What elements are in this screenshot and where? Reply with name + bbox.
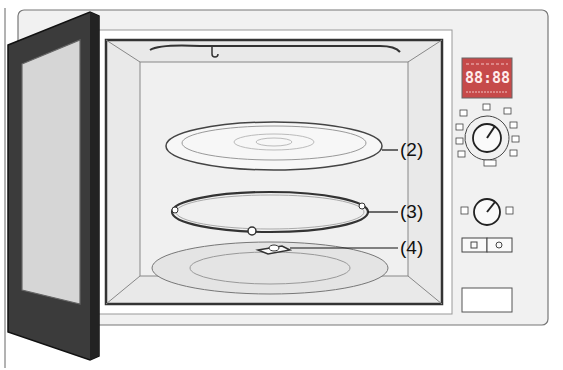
time-icon [461,207,468,214]
display-readout: 88:88 [465,71,510,86]
cavity-edge [408,276,442,304]
door-edge [90,12,99,360]
callout-number: (4) [400,238,423,257]
tray-center [256,138,292,146]
display-segments [466,92,508,93]
cavity-edge [106,40,140,62]
time-icon [506,207,513,214]
mode-icons [456,104,519,166]
glass-tray [166,122,382,170]
cavity-floor [152,242,388,294]
leader-line [290,247,398,248]
grill-hook [212,46,218,57]
roller-ring-inner [176,195,364,229]
display-segments [466,64,508,65]
leader-line [368,211,398,212]
callout-number: (3) [400,202,423,221]
cabinet-edge [5,8,6,368]
display [462,58,512,98]
button-icon [471,242,477,248]
mode-dial [473,124,501,152]
cavity-edge [106,276,140,304]
door [8,12,99,360]
door-window [22,40,80,304]
roller-wheel [248,227,256,235]
time-dial [474,199,500,225]
cavity-edge [408,40,442,62]
callout-number: (2) [400,140,423,159]
grill-bar [150,46,400,53]
tray-rim [182,126,366,160]
button-icon [496,242,502,248]
coupler-hub [269,245,279,251]
dial-pointer [487,126,495,138]
floor-ring [190,252,350,284]
dial-scale [465,116,509,160]
front-frame [96,30,452,314]
dial-pointer [487,202,495,212]
door-release [462,288,512,312]
leader-line [382,149,398,150]
roller-ring [172,192,368,232]
cavity [106,40,442,304]
button [487,238,512,252]
roller-wheel [172,207,178,213]
button [462,238,487,252]
coupler [258,246,290,254]
roller-wheel [359,203,365,209]
tray-center [234,134,314,150]
